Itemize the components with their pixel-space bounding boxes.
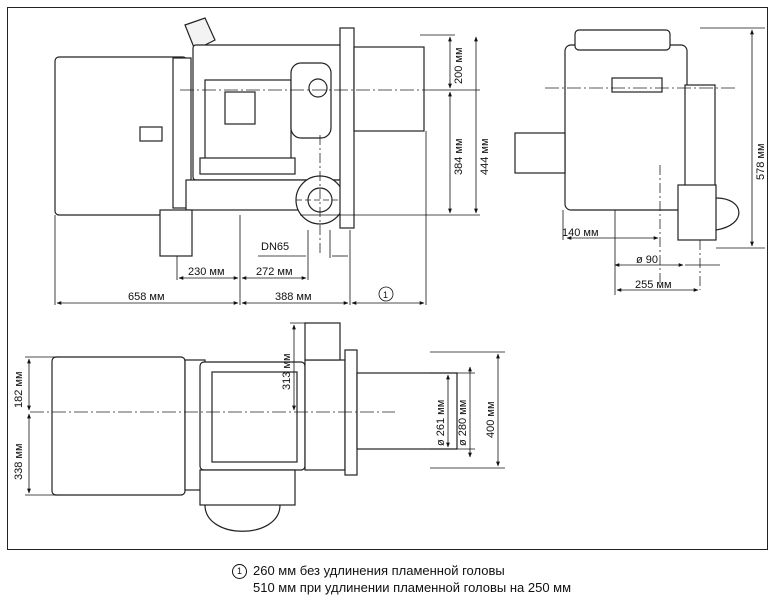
- front-body: [564, 44, 688, 211]
- side-view-dimensions: [54, 34, 480, 305]
- side-view: [54, 17, 430, 257]
- front-view: [514, 29, 740, 290]
- dim-140: 140 мм: [562, 227, 599, 239]
- dim-338: 338 мм: [13, 443, 25, 480]
- dim-388: 388 мм: [275, 291, 312, 303]
- dim-230: 230 мм: [188, 266, 225, 278]
- dim-200: 200 мм: [453, 47, 465, 84]
- dim-d280: ø 280 мм: [457, 400, 469, 446]
- motor-housing: [54, 56, 188, 216]
- dim-d90: ø 90: [636, 254, 658, 266]
- dim-444: 444 мм: [479, 138, 491, 175]
- flame-tube: [353, 46, 425, 132]
- dim-658: 658 мм: [128, 291, 165, 303]
- footnote-line2: 510 мм при удлинении пламенной головы на…: [253, 580, 572, 595]
- top-motor-housing: [51, 356, 186, 496]
- front-view-dimensions: [562, 27, 765, 295]
- footnote: 1 260 мм без удлинения пламенной головы 5…: [232, 562, 571, 596]
- dim-d261: ø 261 мм: [435, 400, 447, 446]
- dim-578: 578 мм: [755, 143, 767, 180]
- dim-313: 313 мм: [281, 353, 293, 390]
- top-view: [30, 322, 458, 532]
- dim-dn65: DN65: [261, 241, 289, 253]
- dim-182: 182 мм: [13, 371, 25, 408]
- dim-400: 400 мм: [485, 401, 497, 438]
- dim-255: 255 мм: [635, 279, 672, 291]
- dim-marker: 1: [383, 290, 388, 300]
- gas-valve-block: [159, 209, 193, 257]
- top-view-dimensions: [25, 322, 505, 496]
- dim-384: 384 мм: [453, 138, 465, 175]
- footnote-marker: 1: [232, 564, 247, 579]
- dim-272: 272 мм: [256, 266, 293, 278]
- top-flame-tube: [356, 372, 458, 450]
- drawing-frame: [7, 7, 768, 550]
- footnote-line1: 260 мм без удлинения пламенной головы: [253, 563, 505, 578]
